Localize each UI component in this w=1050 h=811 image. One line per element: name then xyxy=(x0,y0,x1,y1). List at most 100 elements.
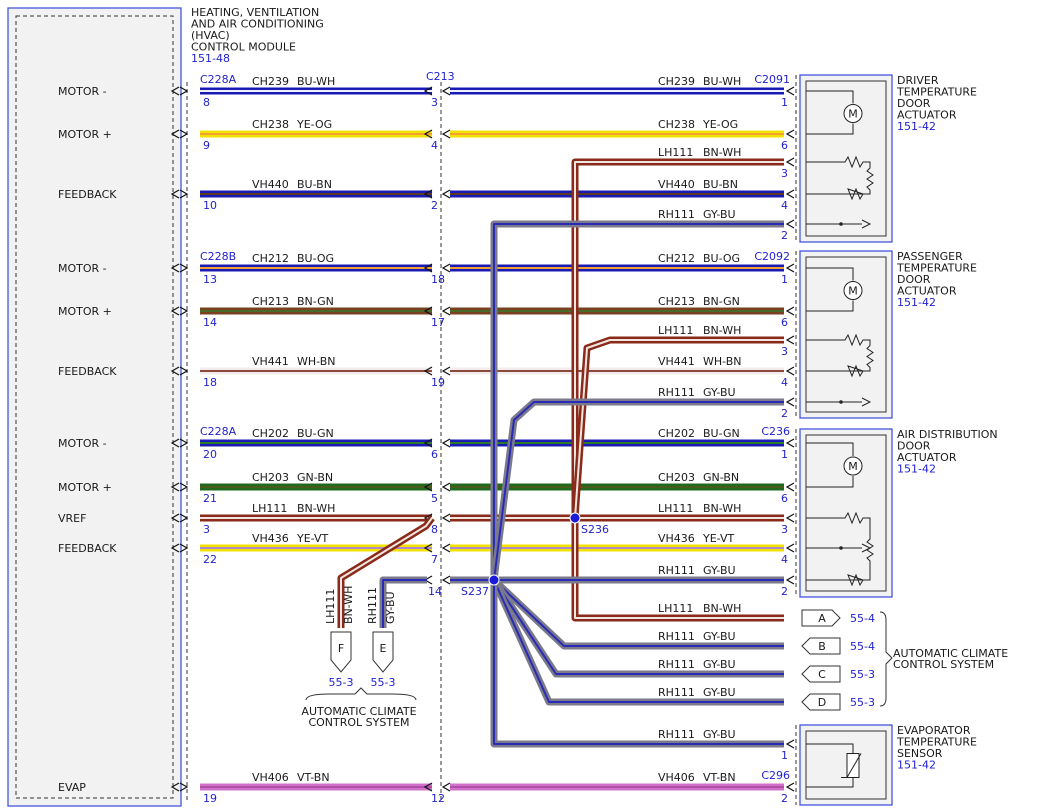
module-pin-arrow xyxy=(179,366,189,376)
module-pin-arrow xyxy=(179,129,189,139)
wire-color-right: BU-OG xyxy=(703,252,740,265)
c213-pin-number: 19 xyxy=(431,376,445,389)
c213-pin-number: 2 xyxy=(431,199,438,212)
device-pin-number: 3 xyxy=(781,167,788,180)
device-connector-label: C2092 xyxy=(754,250,790,263)
wiper-dot xyxy=(839,222,843,226)
motor-icon xyxy=(843,456,863,476)
device-pin-number: 2 xyxy=(781,229,788,242)
c213-label: C213 xyxy=(426,70,455,83)
offpage-bottom-system: AUTOMATIC CLIMATE xyxy=(301,705,416,718)
module-pin-motor-plus-2: MOTOR + xyxy=(58,305,112,318)
wire-circuit-right: LH111 xyxy=(658,324,693,337)
device-pin-number: 1 xyxy=(781,96,788,109)
wire-color-right: BN-WH xyxy=(703,602,741,615)
offpage-e-color: GY-BU xyxy=(384,591,397,624)
module-pin-motor-minus-2: MOTOR - xyxy=(58,262,107,275)
device-title-line: TEMPERATURE xyxy=(896,86,977,99)
wiper-arrow xyxy=(861,397,872,407)
wire-circuit-right: LH111 xyxy=(658,146,693,159)
rh111-driver xyxy=(490,220,784,580)
module-pin-motor-minus-3: MOTOR - xyxy=(58,437,107,450)
offpage-ref: 55-3 xyxy=(850,668,875,681)
wire-circuit-right: RH111 xyxy=(658,564,695,577)
module-pin-number: 8 xyxy=(203,96,210,109)
module-pin-motor-minus-1: MOTOR - xyxy=(58,85,107,98)
rh111-offpage-c xyxy=(491,578,784,678)
wire-color-right: YE-VT xyxy=(702,532,735,545)
thermistor-slash xyxy=(841,753,862,778)
offpage-ref: 55-4 xyxy=(850,640,875,653)
device-pin-arrow xyxy=(785,366,795,376)
device-pin-number: 4 xyxy=(781,553,788,566)
motor-leads xyxy=(806,267,854,312)
wiper-arrow xyxy=(861,543,872,553)
wire-circuit-right: VH436 xyxy=(658,532,695,545)
c213-arrow xyxy=(441,782,451,792)
wire-circuit-left: CH213 xyxy=(252,295,289,308)
module-pin-number: 13 xyxy=(203,273,217,286)
lh111-offpage-f xyxy=(337,515,435,628)
device-box-evaporator-temp-sensor xyxy=(799,724,893,806)
device-ref: 151-42 xyxy=(897,296,936,309)
device-pin-arrow xyxy=(785,739,795,749)
module-pin-number: 14 xyxy=(203,316,217,329)
lh111-offpage-a xyxy=(571,518,784,622)
c213-arrow xyxy=(423,543,433,553)
hvac-module-box xyxy=(7,7,182,807)
wire-color-right: BU-WH xyxy=(703,75,741,88)
splice-s237 xyxy=(488,574,500,586)
offpage-connector-d xyxy=(801,693,841,711)
device-pin-number: 6 xyxy=(781,139,788,152)
motor-icon-letter: M xyxy=(848,460,858,473)
wire-circuit-right: RH111 xyxy=(658,686,695,699)
wire-circuit-left: CH203 xyxy=(252,471,289,484)
module-pin-evap: EVAP xyxy=(58,781,86,794)
module-pin-motor-plus-3: MOTOR + xyxy=(58,481,112,494)
module-pin-arrow xyxy=(170,129,180,139)
device-pin-arrow xyxy=(785,543,795,553)
device-box-passenger-temp-door xyxy=(799,250,893,419)
device-title-line: TEMPERATURE xyxy=(896,736,977,749)
c213-arrow xyxy=(423,366,433,376)
wire-color-left: WH-BN xyxy=(297,355,336,368)
module-connector-label: C228A xyxy=(200,73,237,86)
wire-circuit-right: CH212 xyxy=(658,252,695,265)
rh111-passenger xyxy=(490,398,784,581)
module-pin-vref: VREF xyxy=(58,512,86,525)
module-pin-number: 3 xyxy=(203,523,210,536)
wire-color-left: GN-BN xyxy=(297,471,333,484)
wire-color-right: YE-OG xyxy=(702,118,738,131)
offpage-ref: 55-3 xyxy=(371,676,396,689)
device-pin-arrow xyxy=(785,219,795,229)
c213-arrow xyxy=(441,306,451,316)
wire-circuit-left: CH238 xyxy=(252,118,289,131)
wire-color-right: GY-BU xyxy=(703,386,736,399)
c213-pin-number: 8 xyxy=(431,523,438,536)
offpage-connector-a xyxy=(801,609,841,627)
offpage-ref: 55-3 xyxy=(329,676,354,689)
device-title-line: ACTUATOR xyxy=(897,451,957,464)
c213-arrow xyxy=(423,482,433,492)
module-pin-feedback-2: FEEDBACK xyxy=(58,365,117,378)
device-box-driver-temp-door xyxy=(799,74,893,243)
module-pin-arrow xyxy=(170,263,180,273)
wire-circuit-right: RH111 xyxy=(658,728,695,741)
module-pin-arrow xyxy=(179,86,189,96)
wire-color-right: WH-BN xyxy=(703,355,742,368)
offpage-letter: D xyxy=(818,696,826,709)
device-title-line: DOOR xyxy=(897,97,931,110)
c213-pin-number: 7 xyxy=(431,553,438,566)
module-pin-arrow xyxy=(179,189,189,199)
c213-pin-number: 12 xyxy=(431,792,445,805)
device-title-line: TEMPERATURE xyxy=(896,262,977,275)
offpage-e-circuit: RH111 xyxy=(366,587,379,624)
wire-circuit-right: CH203 xyxy=(658,471,695,484)
device-pin-number: 4 xyxy=(781,376,788,389)
wire-circuit-left: VH436 xyxy=(252,532,289,545)
device-pin-number: 2 xyxy=(781,585,788,598)
rh111-offpage-d xyxy=(490,578,784,706)
wire-circuit-right: VH440 xyxy=(658,178,695,191)
offpage-ref: 55-4 xyxy=(850,612,875,625)
